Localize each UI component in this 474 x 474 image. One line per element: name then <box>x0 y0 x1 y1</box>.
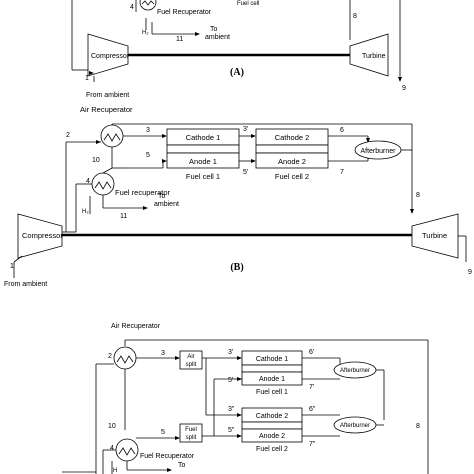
anode-1-c-label: Anode 1 <box>259 376 285 383</box>
air-recuperator-exchanger <box>100 124 124 148</box>
fuel-cell-2-label: Fuel cell 2 <box>275 172 309 181</box>
fuel-cell-label: Fuel cell <box>237 1 259 7</box>
stream-7: 7 <box>340 169 344 176</box>
fuel-split-label-2: split <box>186 435 197 441</box>
stream-7p-c: 7' <box>309 384 314 391</box>
air-recuperator-label: Air Recuperator <box>80 105 133 114</box>
stream-5-c: 5 <box>161 429 165 436</box>
anode-2-c-label: Anode 2 <box>259 433 285 440</box>
stream-11: 11 <box>120 213 127 220</box>
fuel-cell-1-label: Fuel cell 1 <box>186 172 220 181</box>
air-recuperator-label-c: Air Recuperator <box>111 323 161 330</box>
afterburner-b-label: Afterburner <box>360 148 396 155</box>
stream-5pp-c: 5" <box>228 427 235 434</box>
cathode-2-c-label: Cathode 2 <box>256 413 288 420</box>
stream-3p-c: 3' <box>228 349 233 356</box>
anode-1-c <box>241 371 303 386</box>
fuel-cell-1-c-label: Fuel cell 1 <box>256 389 288 396</box>
cathode-1-label: Cathode 1 <box>186 133 221 142</box>
stream-8-c: 8 <box>416 423 420 430</box>
fuel-recuperator-exchanger <box>139 0 157 11</box>
fuel-recuperator-label-b: Fuel recuperator <box>115 188 171 197</box>
to-ambient-b-2: ambient <box>154 201 179 208</box>
anode-1-label: Anode 1 <box>189 157 217 166</box>
cathode-1-c-label: Cathode 1 <box>256 356 288 363</box>
stream-6p-c: 6' <box>309 349 314 356</box>
panel-c: Air Recuperator 8 2 3 Air split 3' 3" Ca… <box>62 323 429 474</box>
to-ambient-2: ambient <box>205 34 230 41</box>
panel-b: Air Recuperator 2 3 Cathode 1 Anode 1 Fu… <box>4 105 472 288</box>
turbine-b-label: Turbine <box>422 231 447 240</box>
stream-4-c: 4 <box>110 445 114 452</box>
stream-10-c: 10 <box>108 423 116 430</box>
fuel-split <box>179 423 203 443</box>
panel-a: 4 Fuel Recuperator Fuel cell H₂ 11 To am… <box>71 0 406 99</box>
fuel-recuperator-exchanger-b <box>91 172 115 196</box>
anode-2-label: Anode 2 <box>278 157 306 166</box>
anode-2-c <box>241 428 303 443</box>
stream-8: 8 <box>353 13 357 20</box>
fuel-split-label-1: Fuel <box>185 427 197 433</box>
h2-label-b: H₂ <box>82 209 89 215</box>
cathode-2-label: Cathode 2 <box>275 133 310 142</box>
turbine-a-label: Turbine <box>362 53 386 60</box>
stream-5: 5 <box>146 152 150 159</box>
stream-1: 1 <box>85 75 89 82</box>
stream-4: 4 <box>86 178 90 185</box>
stream-3pp-c: 3" <box>228 406 235 413</box>
stream-4: 4 <box>130 4 134 11</box>
stream-2: 2 <box>66 132 70 139</box>
caption-b: (B) <box>230 262 243 273</box>
stream-11: 11 <box>176 36 183 43</box>
fuel-recuperator-label: Fuel Recuperator <box>157 9 212 16</box>
turbine-b <box>411 213 459 259</box>
stream-5p-c: 5' <box>228 377 233 384</box>
stream-3-c: 3 <box>161 350 165 357</box>
fuel-recuperator-label-c: Fuel Recuperator <box>140 453 195 460</box>
stream-2-c: 2 <box>108 353 112 360</box>
stream-5p: 5' <box>243 169 248 176</box>
stream-9: 9 <box>468 269 472 276</box>
to-ambient-b-1: To <box>158 193 166 200</box>
afterburner-c-1-label: Afterburner <box>340 368 370 374</box>
air-recuperator-exchanger-c <box>113 346 137 370</box>
stream-6pp-c: 6" <box>309 406 316 413</box>
air-split-label-2: split <box>186 362 197 368</box>
fuel-cell-2-c-label: Fuel cell 2 <box>256 446 288 453</box>
stream-1: 1 <box>10 263 14 270</box>
anode-1 <box>166 152 240 169</box>
air-split-label-1: Air <box>187 354 194 360</box>
compressor-a-label: Compressor <box>91 53 130 60</box>
to-ambient-c: To <box>178 462 186 469</box>
stream-10: 10 <box>92 157 100 164</box>
compressor-b-label: Compressor <box>22 231 63 240</box>
caption-a: (A) <box>230 67 244 78</box>
h2-label: H₂ <box>142 30 149 36</box>
air-split <box>179 350 203 370</box>
stream-7pp-c: 7" <box>309 441 316 448</box>
from-ambient-b: From ambient <box>4 281 47 288</box>
from-ambient-a: From ambient <box>86 92 129 99</box>
stream-9: 9 <box>402 85 406 92</box>
stream-3p: 3' <box>243 126 248 133</box>
stream-6: 6 <box>340 127 344 134</box>
h2-label-c: H <box>113 468 117 474</box>
anode-2 <box>255 152 329 169</box>
stream-3: 3 <box>146 127 150 134</box>
compressor-b <box>17 213 63 259</box>
fuel-recuperator-exchanger-c <box>115 438 139 462</box>
compressor-a <box>87 33 129 77</box>
afterburner-c-2-label: Afterburner <box>340 423 370 429</box>
turbine-a <box>349 33 389 77</box>
stream-8: 8 <box>416 192 420 199</box>
to-ambient-1: To <box>210 26 218 33</box>
